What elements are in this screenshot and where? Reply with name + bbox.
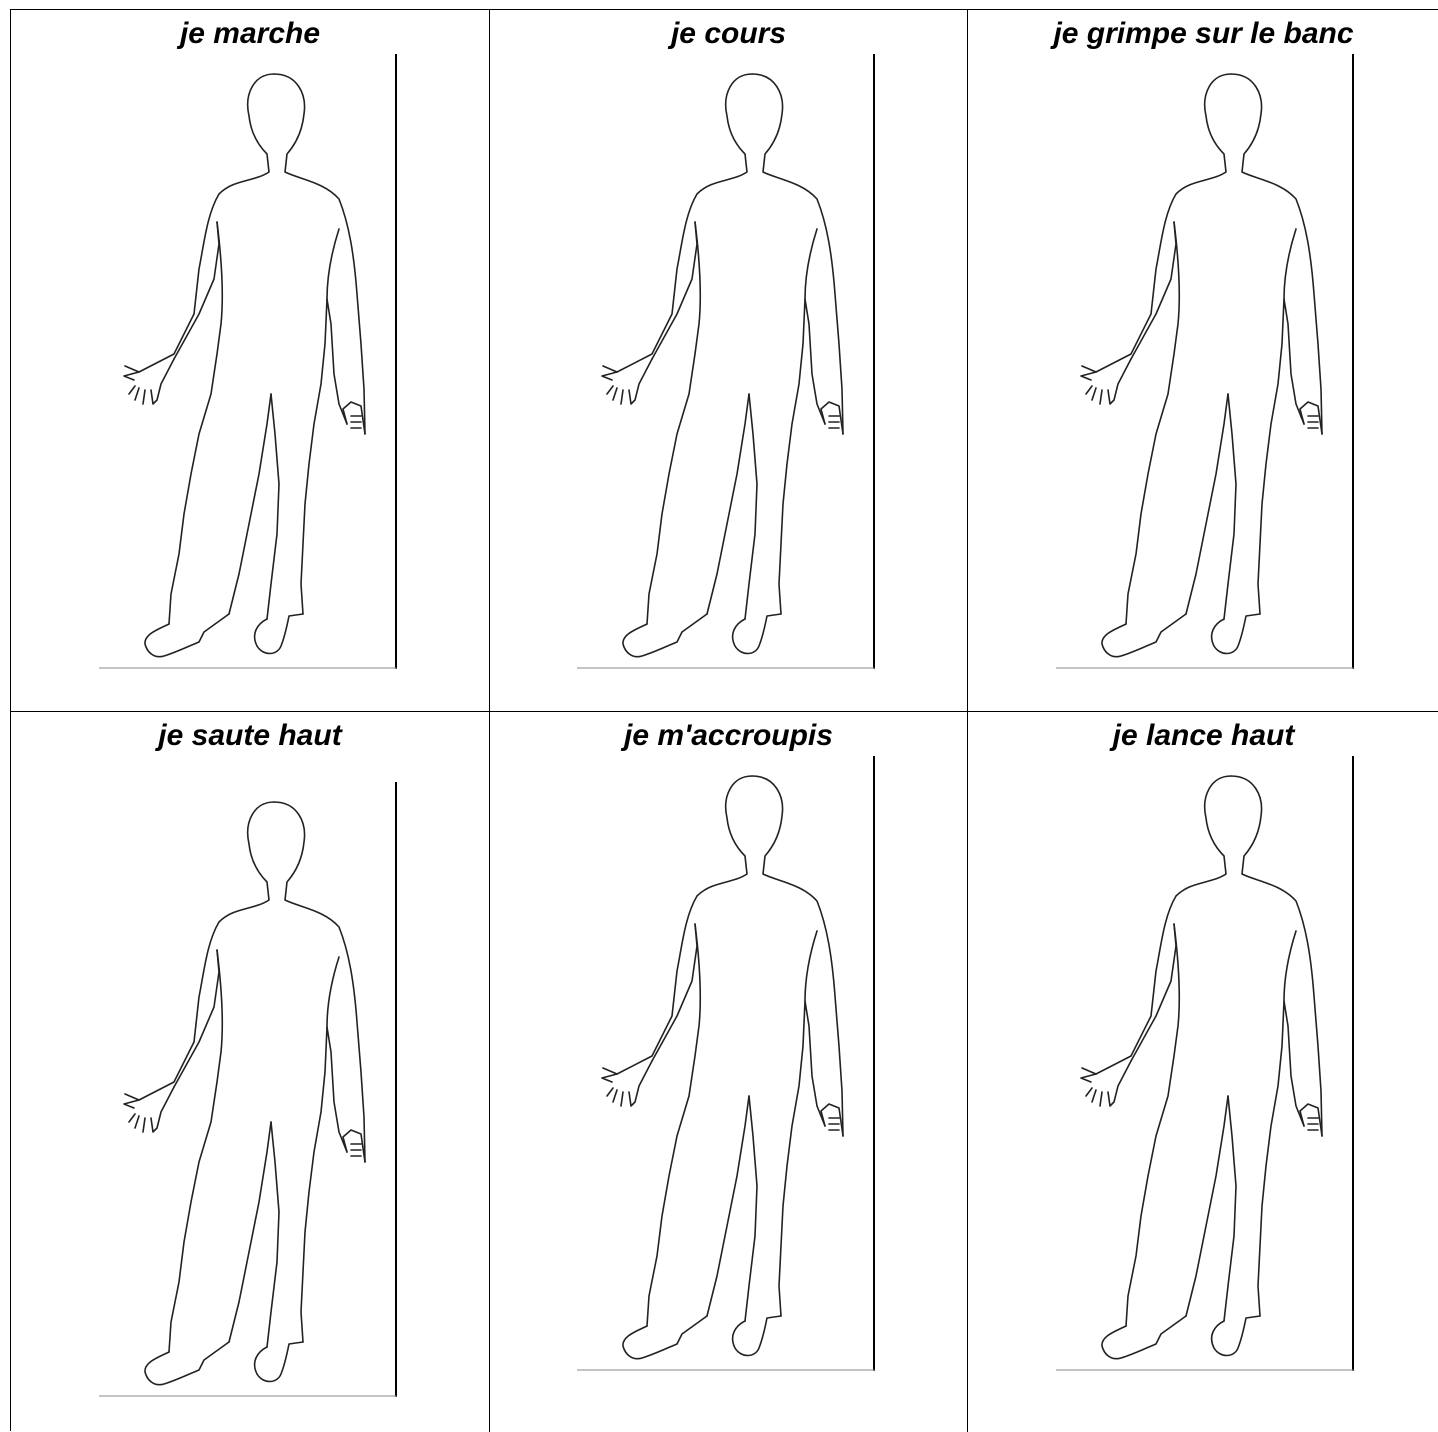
- body-outline-image: [99, 782, 399, 1398]
- activity-label: je m'accroupis: [490, 718, 967, 754]
- activity-cell: je saute haut: [11, 712, 490, 1432]
- activity-cell: je marche: [11, 10, 490, 712]
- body-outline-image: [577, 756, 877, 1372]
- activity-label: je lance haut: [968, 718, 1438, 754]
- activity-cell: je m'accroupis: [490, 712, 968, 1432]
- activity-label: je cours: [490, 16, 967, 52]
- activity-grid: je marche je cours je grimpe sur le banc…: [10, 9, 1438, 1431]
- activity-label: je saute haut: [11, 718, 489, 754]
- body-outline-image: [577, 54, 877, 670]
- body-outline-image: [99, 54, 399, 670]
- body-outline-image: [1056, 54, 1356, 670]
- activity-cell: je grimpe sur le banc: [968, 10, 1438, 712]
- activity-cell: je lance haut: [968, 712, 1438, 1432]
- activity-cell: je cours: [490, 10, 968, 712]
- activity-label: je grimpe sur le banc: [968, 16, 1438, 52]
- body-outline-image: [1056, 756, 1356, 1372]
- activity-label: je marche: [11, 16, 489, 52]
